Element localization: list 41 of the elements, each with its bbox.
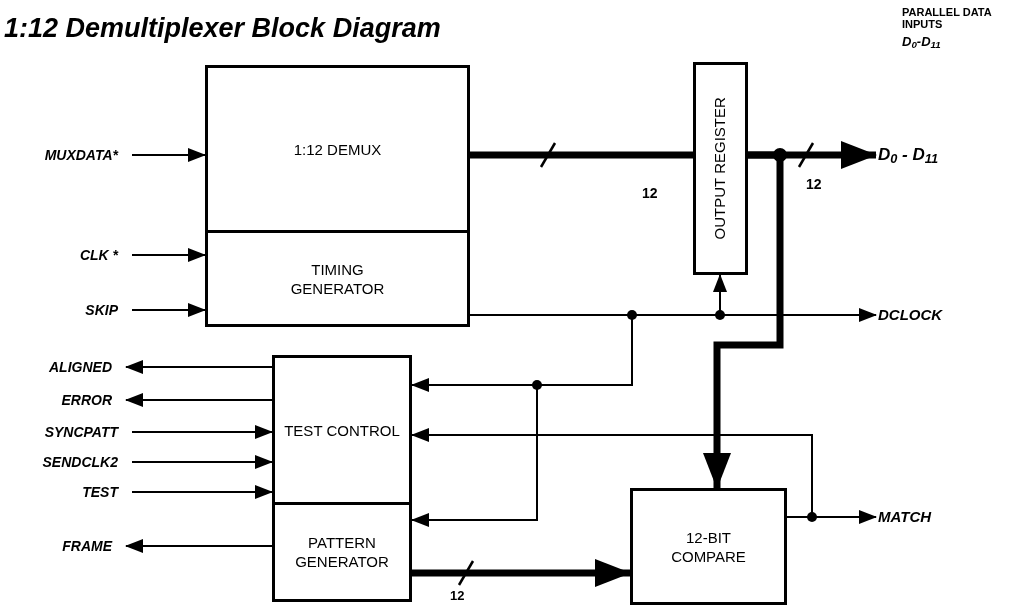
bus-width-label: 12 bbox=[450, 587, 465, 605]
bus-arrow bbox=[412, 559, 631, 587]
signal-arrow bbox=[125, 360, 273, 374]
note-text: PARALLEL DATA INPUTS bbox=[902, 6, 993, 30]
signal-arrow bbox=[131, 485, 273, 499]
signal-label: SYNCPATT bbox=[44, 423, 120, 441]
signal-label: TEST bbox=[82, 483, 120, 501]
block-label: TIMING GENERATOR bbox=[289, 259, 386, 298]
signal-arrow bbox=[131, 248, 206, 262]
signal-arrow bbox=[125, 393, 273, 407]
block-label: OUTPUT REGISTER bbox=[710, 97, 730, 240]
signal-label: FRAME bbox=[62, 537, 114, 555]
block-box bbox=[205, 65, 470, 233]
signal-label: MATCH bbox=[877, 508, 932, 526]
signal-arrow bbox=[131, 455, 273, 469]
block-label: 12-BIT COMPARE bbox=[670, 527, 747, 566]
signal-label: ALIGNED bbox=[49, 358, 113, 376]
register-box bbox=[693, 62, 748, 275]
signal-label: SKIP bbox=[85, 301, 119, 319]
signal-arrow bbox=[125, 539, 273, 553]
signal-label: MUXDATA* bbox=[44, 146, 120, 164]
block-label: 1:12 DEMUX bbox=[292, 139, 383, 159]
block-box bbox=[205, 230, 470, 327]
bus-arrow bbox=[703, 151, 784, 489]
block-box bbox=[272, 355, 412, 505]
bus-width-label: 12 bbox=[806, 175, 822, 194]
signal-label: D$_{0}$-D$_{11}$ bbox=[902, 33, 941, 52]
signal-arrow bbox=[131, 303, 206, 317]
signal-label: ERROR bbox=[61, 391, 113, 409]
signal-arrow bbox=[131, 148, 206, 162]
block-box bbox=[630, 488, 787, 605]
block-box bbox=[272, 502, 412, 602]
diagram-title: 1:12 Demultiplexer Block Diagram bbox=[4, 12, 441, 44]
block-label: TEST CONTROL bbox=[283, 420, 401, 440]
signal-label: SENDCLK2 bbox=[42, 453, 119, 471]
signal-label: D$_{0}$ - D$_{11}$ bbox=[877, 146, 938, 164]
signal-label: DCLOCK bbox=[877, 306, 943, 324]
signal-label: CLK * bbox=[79, 246, 120, 264]
block-label: PATTERN GENERATOR bbox=[294, 533, 390, 571]
signal-arrow bbox=[131, 425, 273, 439]
bus-width-label: 12 bbox=[642, 184, 658, 203]
